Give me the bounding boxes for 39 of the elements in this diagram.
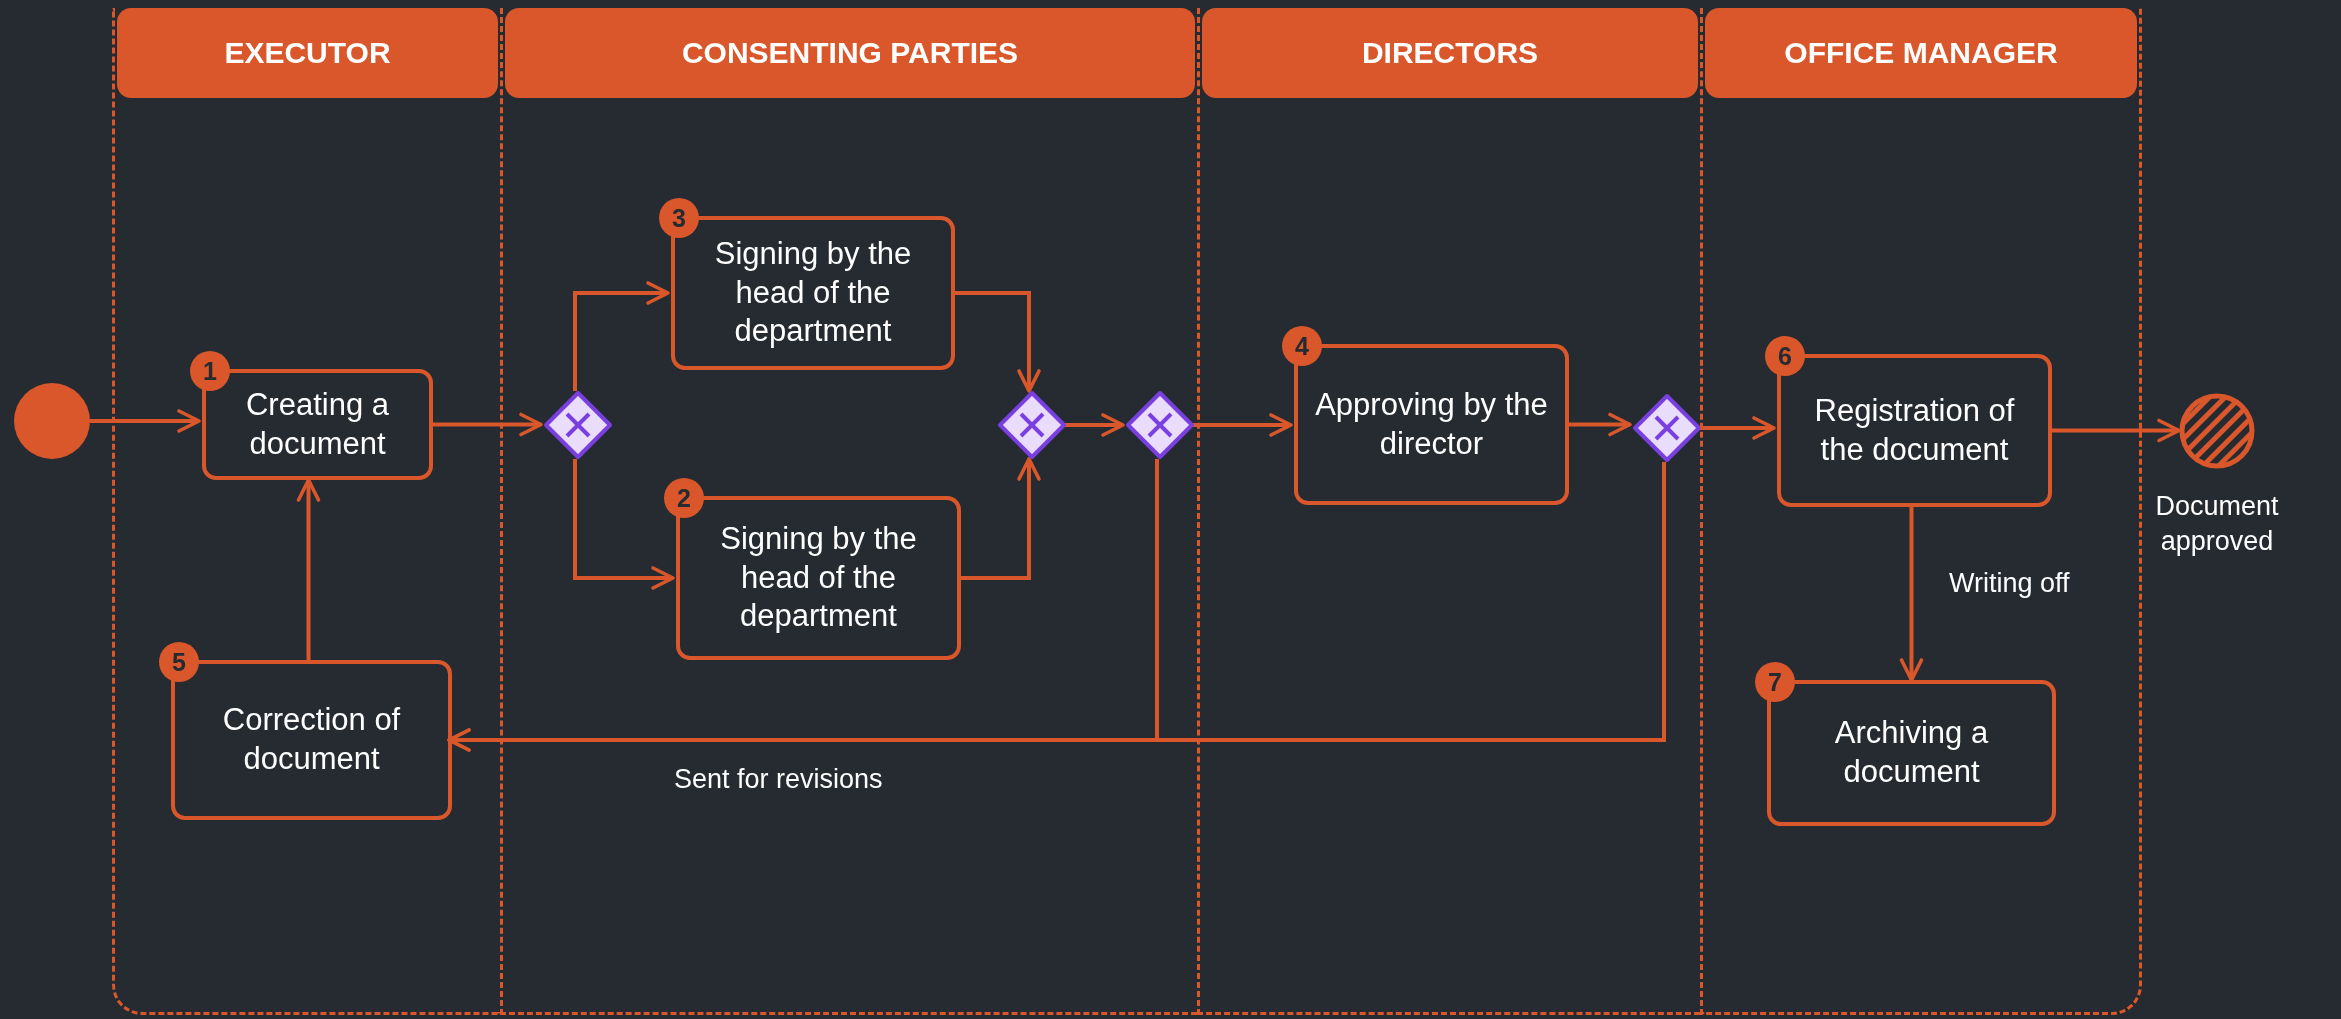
arrow: [447, 462, 1666, 752]
lane-header: EXECUTOR: [117, 8, 498, 98]
step-number-badge: 2: [664, 478, 704, 518]
task-label: Signing by the head of the department: [713, 234, 913, 351]
step-number-badge: 6: [1765, 336, 1805, 376]
arrow: [573, 459, 675, 590]
end-event-circle: [2179, 393, 2255, 469]
step-number-badge: 1: [190, 351, 230, 391]
task-label: Signing by the head of the department: [719, 519, 918, 636]
task-label: Approving by the director: [1314, 385, 1549, 463]
lane-header: OFFICE MANAGER: [1705, 8, 2137, 98]
gateway-diamond: [544, 391, 612, 459]
swimlane: [1700, 8, 2142, 1015]
task-label: Registration of the document: [1813, 391, 2016, 469]
arrow: [1899, 507, 1924, 682]
step-number-badge: 5: [159, 642, 199, 682]
arrow: [90, 409, 201, 433]
task-label: Creating a document: [245, 385, 390, 463]
gateway-diamond: [998, 391, 1066, 459]
arrow: [573, 281, 670, 391]
swimlane: [112, 8, 500, 1015]
task-label: Archiving a document: [1833, 714, 1990, 791]
arrow: [1063, 413, 1125, 437]
task-label: Correction of document: [221, 701, 402, 778]
step-number-badge: 4: [1282, 326, 1322, 366]
swimlane: [1197, 8, 1700, 1015]
lane-header: DIRECTORS: [1202, 8, 1698, 98]
arrow: [296, 478, 321, 660]
event-caption: Document approved: [2154, 490, 2280, 559]
swimlane: [500, 8, 1197, 1015]
arrow: [1698, 416, 1776, 440]
gateway-diamond: [1633, 394, 1701, 462]
step-number-badge: 7: [1755, 662, 1795, 702]
start-event-circle: [14, 383, 90, 459]
arrow: [430, 412, 543, 437]
arrow: [1191, 413, 1293, 437]
lane-header: CONSENTING PARTIES: [505, 8, 1195, 98]
gateway-diamond: [1126, 391, 1194, 459]
step-number-badge: 3: [659, 198, 699, 238]
